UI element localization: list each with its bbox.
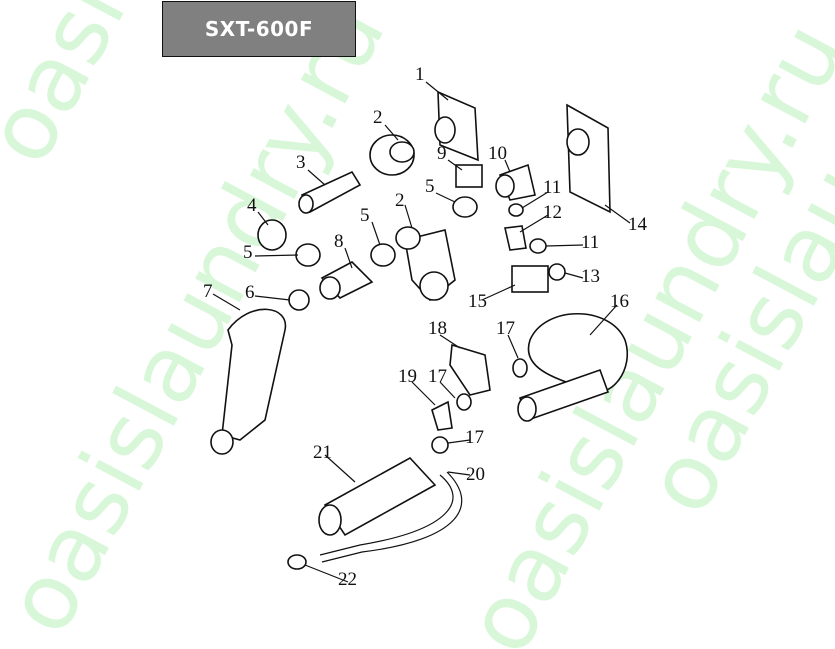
part-label-10: 10 [488, 143, 507, 164]
part-label-22: 22 [338, 569, 357, 590]
part-label-5b: 5 [360, 205, 370, 226]
part-label-1: 1 [415, 64, 425, 85]
part-label-11: 11 [543, 177, 561, 198]
part-label-19: 19 [398, 366, 417, 387]
part-label-21: 21 [313, 442, 332, 463]
part-label-5c: 5 [243, 242, 253, 263]
part-label-2: 2 [373, 107, 383, 128]
part-label-3: 3 [296, 152, 306, 173]
part-label-13: 13 [581, 266, 600, 287]
part-label-16: 16 [610, 291, 629, 312]
part-label-20: 20 [466, 464, 485, 485]
part-label-17c: 17 [465, 427, 484, 448]
part-label-8: 8 [334, 231, 344, 252]
part-label-17: 17 [496, 318, 515, 339]
part-label-4: 4 [247, 195, 257, 216]
part-label-15: 15 [468, 291, 487, 312]
part-label-14: 14 [628, 214, 648, 235]
part-label-11b: 11 [581, 232, 599, 253]
part-label-9: 9 [437, 143, 447, 164]
part-label-7: 7 [203, 281, 213, 302]
part-number-labels: 1 2 3 9 10 4 5 2 11 5 12 14 5 8 11 13 7 … [203, 64, 648, 590]
part-label-6: 6 [245, 282, 255, 303]
part-label-2b: 2 [395, 190, 405, 211]
part-label-12: 12 [543, 202, 562, 223]
model-title: SXT-600F [204, 17, 314, 41]
model-title-box: SXT-600F [162, 1, 356, 57]
part-label-18: 18 [428, 318, 447, 339]
parts-drawing [210, 81, 631, 583]
part-label-17b: 17 [428, 366, 447, 387]
part-label-5: 5 [425, 176, 435, 197]
